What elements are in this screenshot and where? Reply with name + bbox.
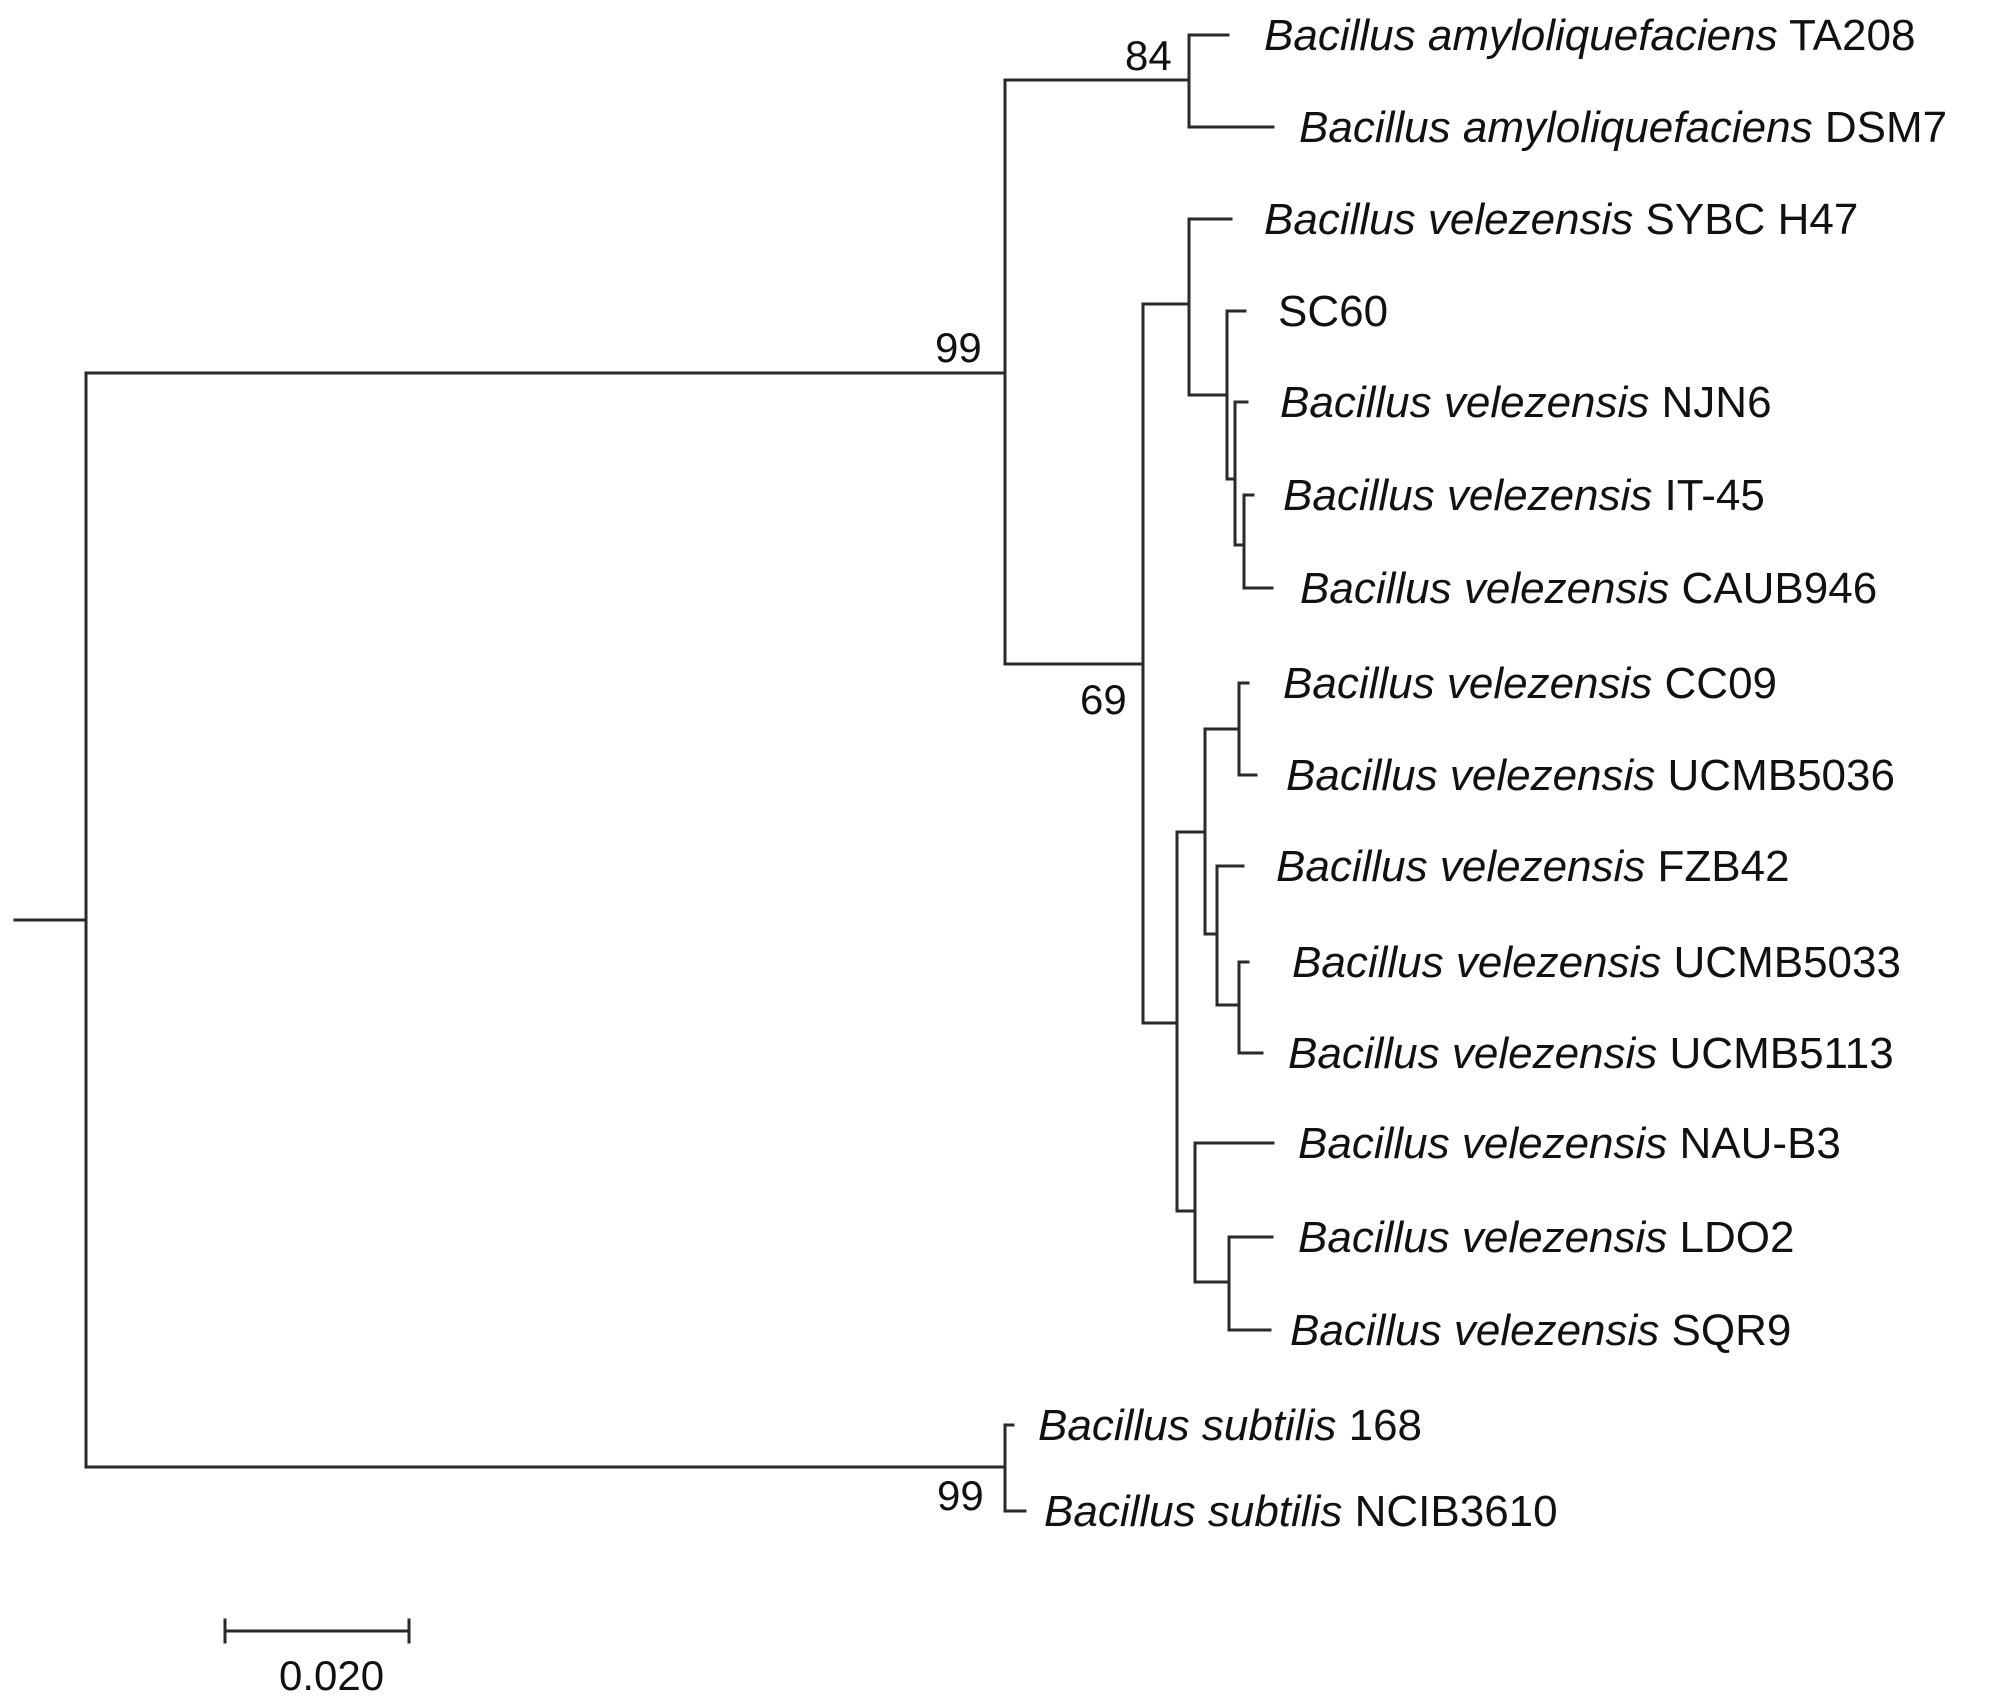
support-value: 99 [937, 1472, 984, 1519]
scale-bar: 0.020 [223, 1618, 411, 1699]
support-values: 84 99 69 99 [935, 32, 1172, 1519]
leaf-label: Bacillus velezensis FZB42 [1276, 842, 1790, 891]
leaf-label: Bacillus amyloliquefaciens DSM7 [1299, 103, 1947, 152]
leaf-label: Bacillus velezensis UCMB5113 [1288, 1029, 1894, 1078]
leaf-label: Bacillus amyloliquefaciens TA208 [1264, 11, 1915, 60]
support-value: 99 [935, 324, 982, 371]
leaf-label: Bacillus velezensis CAUB946 [1300, 564, 1877, 613]
leaf-label: Bacillus subtilis NCIB3610 [1044, 1487, 1558, 1536]
leaf-label: Bacillus velezensis UCMB5036 [1286, 751, 1895, 800]
leaf-label: Bacillus velezensis NJN6 [1280, 378, 1772, 427]
support-value: 84 [1125, 32, 1172, 79]
support-value: 69 [1080, 676, 1127, 723]
leaf-label: SC60 [1278, 287, 1388, 336]
leaf-labels: Bacillus amyloliquefaciens TA208 Bacillu… [1038, 11, 1947, 1536]
tree-branches [13, 33, 1275, 1513]
leaf-label: Bacillus velezensis LDO2 [1298, 1213, 1794, 1262]
leaf-label: Bacillus velezensis SQR9 [1290, 1306, 1791, 1355]
leaf-label: Bacillus velezensis NAU-B3 [1298, 1119, 1841, 1168]
leaf-label: Bacillus subtilis 168 [1038, 1401, 1422, 1450]
scale-bar-label: 0.020 [279, 1652, 384, 1699]
leaf-label: Bacillus velezensis IT-45 [1283, 471, 1765, 520]
leaf-label: Bacillus velezensis SYBC H47 [1264, 195, 1858, 244]
leaf-label: Bacillus velezensis CC09 [1283, 659, 1777, 708]
leaf-label: Bacillus velezensis UCMB5033 [1292, 938, 1901, 987]
